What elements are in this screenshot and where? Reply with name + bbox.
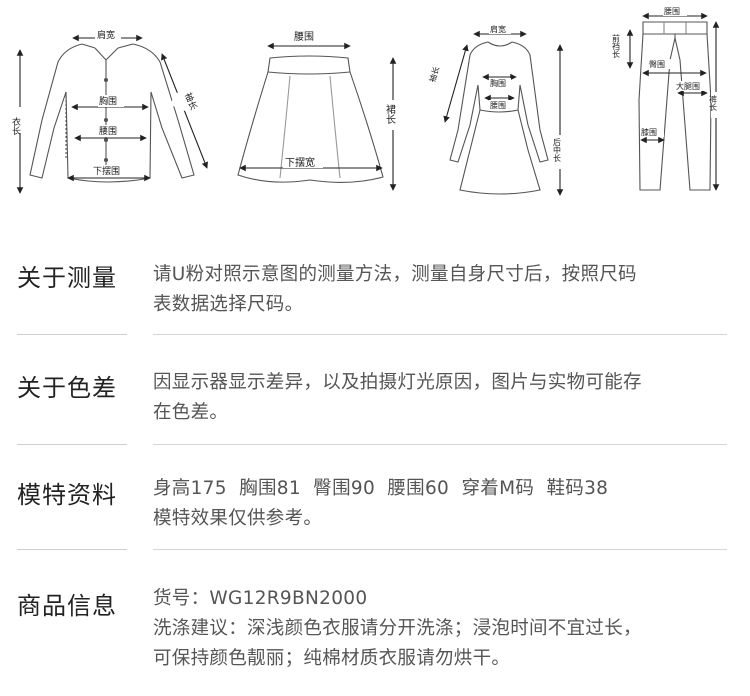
body-line: 货号：WG12R9BN2000 xyxy=(153,588,368,609)
pants-knee-label: 膝围 xyxy=(641,127,657,137)
shirt-waist-label: 腰围 xyxy=(99,126,117,137)
divider xyxy=(153,549,727,550)
body-line: 表数据选择尺码。 xyxy=(153,294,304,315)
section-body: 货号：WG12R9BN2000 洗涤建议：深浅颜色衣服请分开洗涤；浸泡时间不宜过… xyxy=(153,584,733,674)
dress-diagram xyxy=(449,41,549,195)
shirt-length-label: 衣长 xyxy=(10,116,21,136)
pants-front-rise-label: 前裆长 xyxy=(612,33,621,59)
pants-waist-label: 腰围 xyxy=(664,7,680,16)
skirt-hem-label: 下摆宽 xyxy=(285,156,315,169)
section-body: 因显示器显示差异，以及拍摄灯光原因，图片与实物可能存 在色差。 xyxy=(153,368,733,428)
section-body: 请U粉对照示意图的测量方法，测量自身尺寸后，按照尺码 表数据选择尺码。 xyxy=(153,260,733,320)
shirt-bust-label: 胸围 xyxy=(99,95,117,107)
shirt-diagram xyxy=(29,43,195,183)
pants-length-label: 裤长 xyxy=(709,94,718,112)
dress-length-label: 后中长 xyxy=(553,137,562,163)
measurement-diagrams: 肩宽 衣长 袖长 胸围 腰围 下摆围 腰围 下摆宽 裙长 xyxy=(10,6,722,196)
section-title: 模特资料 xyxy=(17,481,117,509)
section-title: 关于测量 xyxy=(17,264,117,292)
section-title: 关于色差 xyxy=(17,374,117,402)
body-line: 因显示器显示差异，以及拍摄灯光原因，图片与实物可能存 xyxy=(153,372,642,393)
body-line: 请U粉对照示意图的测量方法，测量自身尺寸后，按照尺码 xyxy=(153,264,637,285)
dress-sleeve-label: 袖长 xyxy=(427,65,441,83)
body-line: 可保持颜色靓丽；纯棉材质衣服请勿烘干。 xyxy=(153,648,511,669)
section-body: 身高175 胸围81 臀围90 腰围60 穿着M码 鞋码38 模特效果仅供参考。 xyxy=(153,474,733,534)
body-line: 模特效果仅供参考。 xyxy=(153,508,323,529)
skirt-waist-label: 腰围 xyxy=(294,31,314,43)
shirt-shoulder-label: 肩宽 xyxy=(97,29,115,41)
body-line: 洗涤建议：深浅颜色衣服请分开洗涤；浸泡时间不宜过长， xyxy=(153,618,642,639)
skirt-length-label: 裙长 xyxy=(384,103,396,124)
divider xyxy=(17,334,127,335)
divider xyxy=(153,334,727,335)
shirt-hem-label: 下摆围 xyxy=(93,165,120,177)
section-title: 商品信息 xyxy=(17,592,117,620)
divider xyxy=(17,549,127,550)
divider xyxy=(153,444,727,445)
pants-thigh-label: 大腿围 xyxy=(676,81,700,91)
dress-bust-label: 胸围 xyxy=(490,78,506,88)
dress-waist-label: 腰围 xyxy=(490,101,506,110)
dress-shoulder-label: 肩宽 xyxy=(490,24,506,34)
pants-diagram xyxy=(638,21,712,191)
body-line: 在色差。 xyxy=(153,402,229,423)
body-line: 身高175 胸围81 臀围90 腰围60 穿着M码 鞋码38 xyxy=(153,478,609,499)
divider xyxy=(17,444,127,445)
pants-hip-label: 臀围 xyxy=(649,60,665,69)
